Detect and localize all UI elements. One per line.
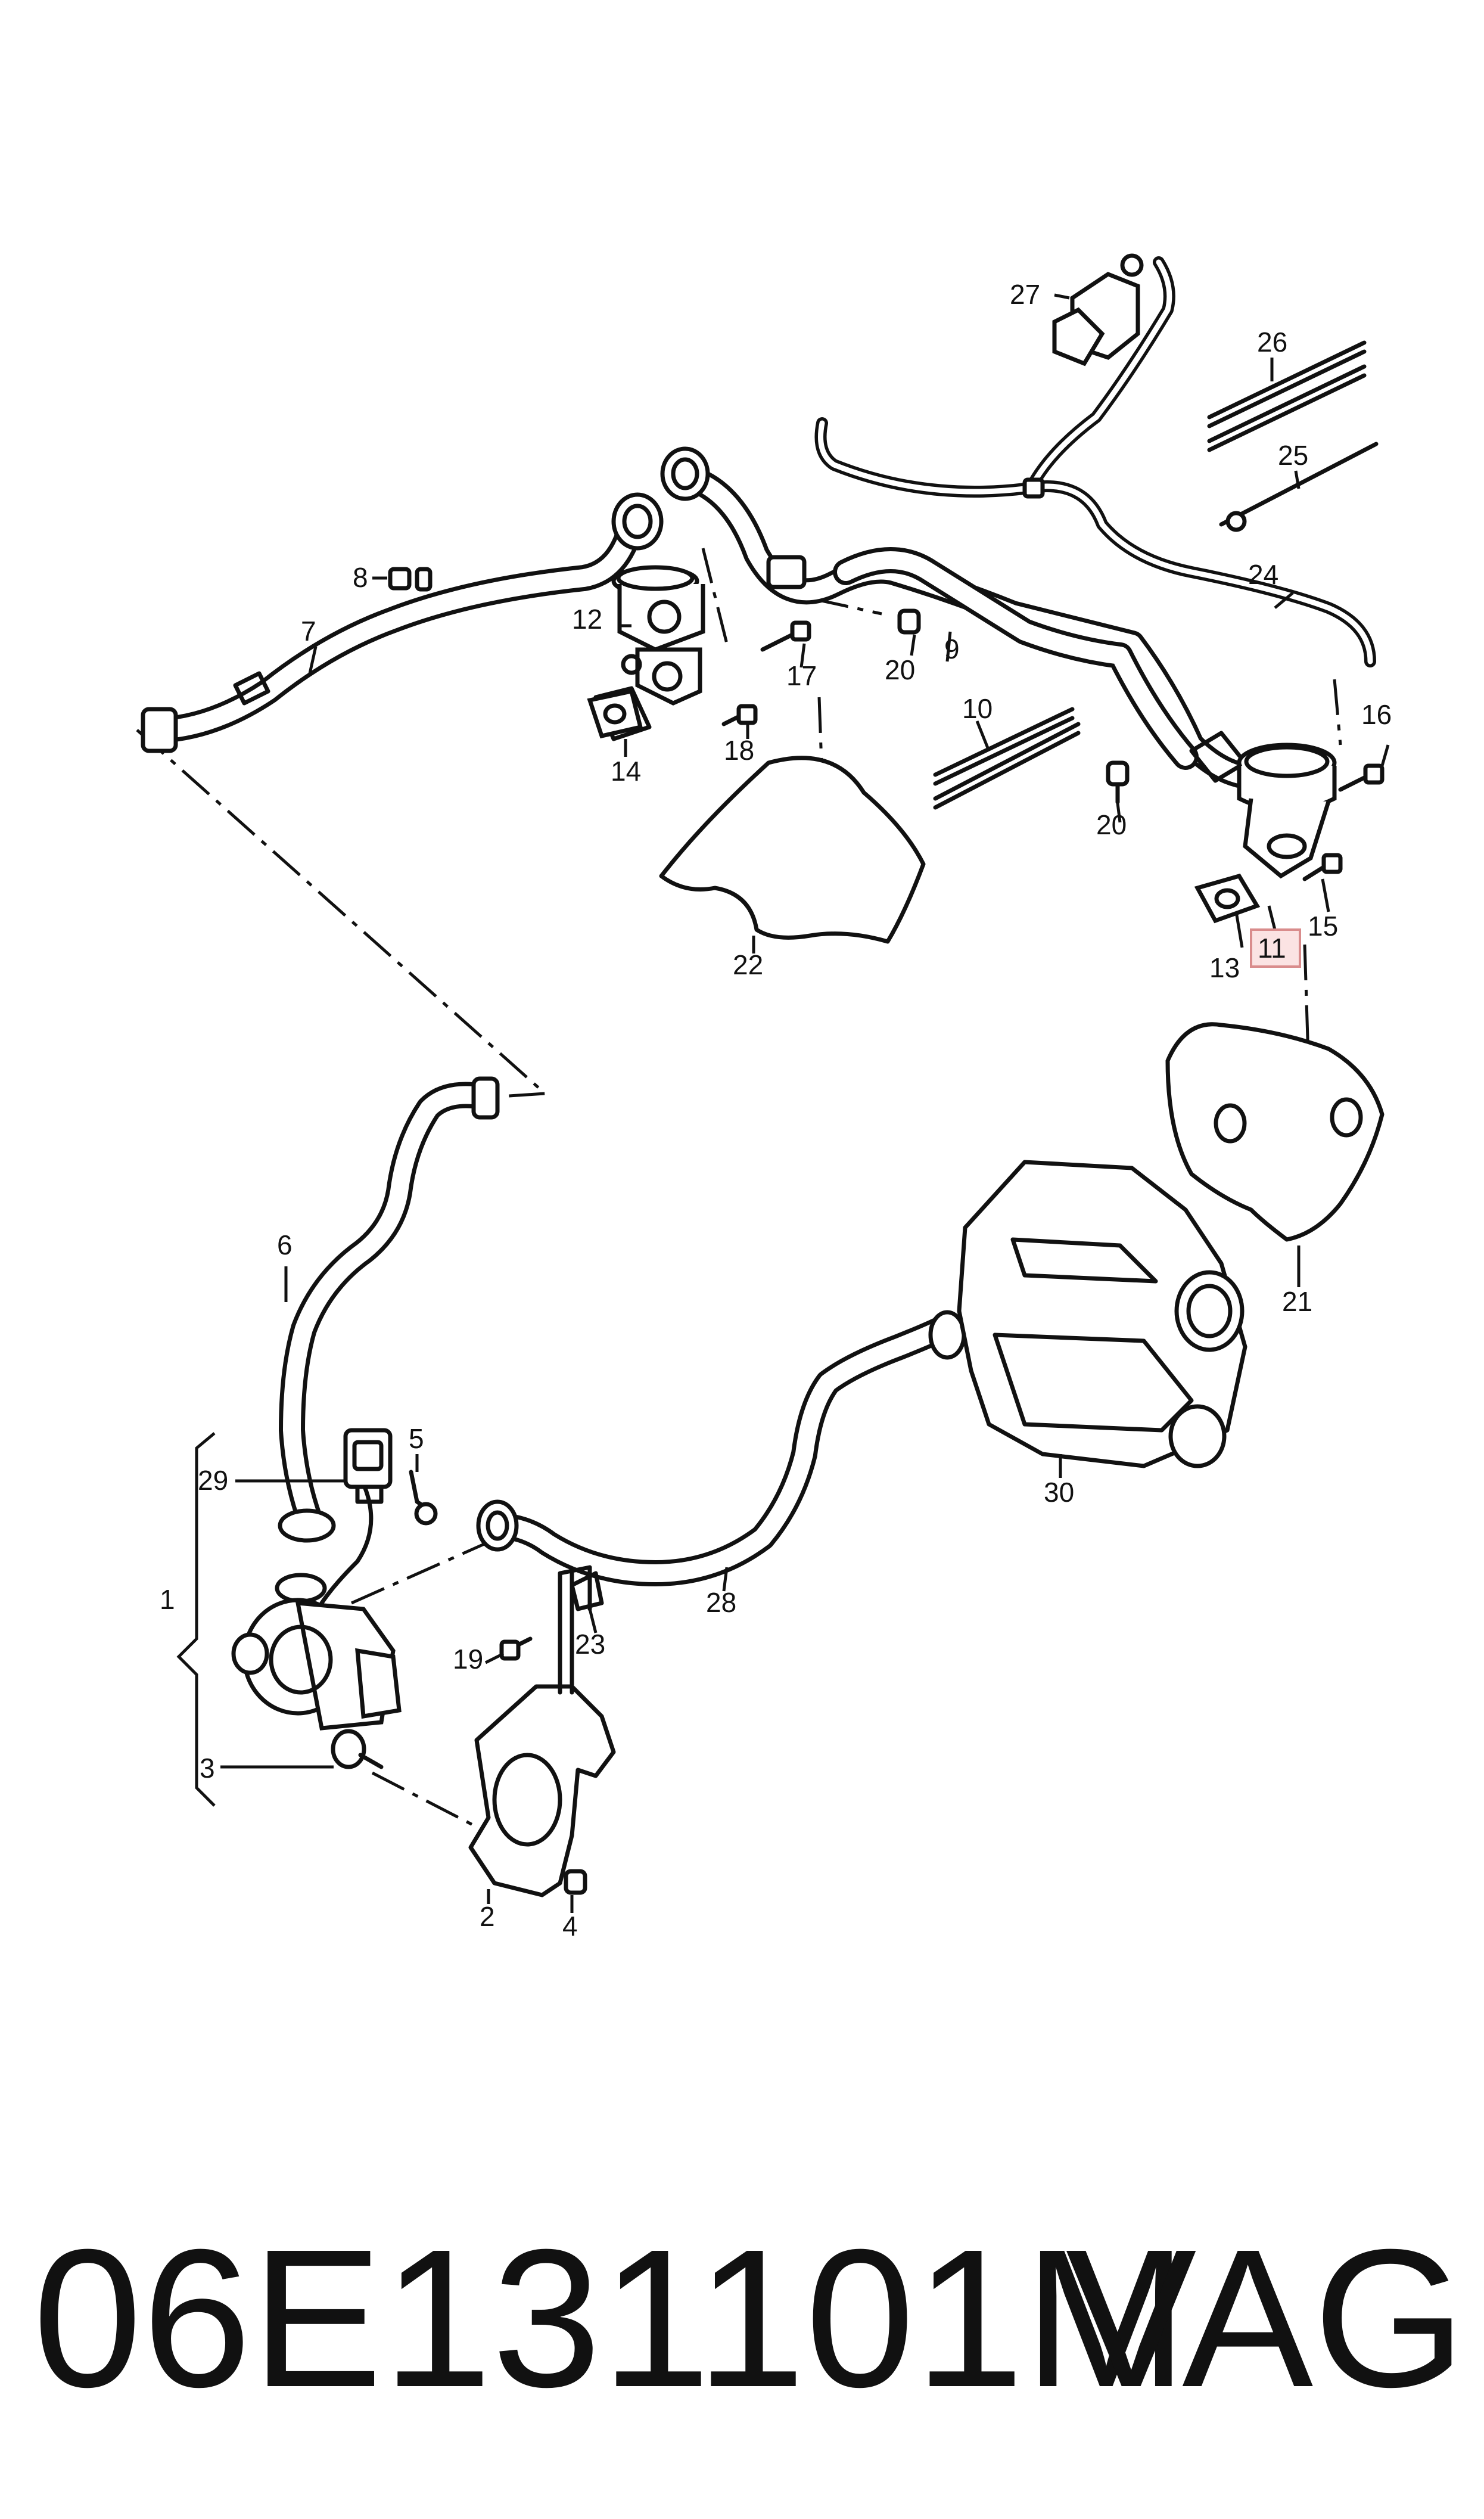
callout-28: 28 — [706, 1587, 736, 1618]
part-8-nut — [388, 567, 433, 592]
part-21-heat-shield — [1165, 1022, 1385, 1242]
part-24-vacuum-line — [814, 256, 1376, 667]
callout-1: 1 — [160, 1584, 175, 1615]
part-27-solenoid-valve — [1052, 253, 1144, 366]
callout-26: 26 — [1257, 327, 1287, 358]
part-28-hose — [476, 1310, 966, 1586]
shield-21-hole-2 — [1330, 1097, 1363, 1138]
exploded-parts-diagram: 1 2 3 4 5 6 7 8 9 10 11 12 13 14 15 16 1… — [136, 253, 1392, 1942]
part-9-hose — [660, 446, 1252, 788]
part-11-valve — [1237, 743, 1337, 879]
callout-4: 4 — [562, 1911, 578, 1942]
part-1-air-pump — [231, 1481, 402, 1731]
callout-9: 9 — [944, 633, 960, 664]
callout-2: 2 — [480, 1901, 495, 1932]
callout-21: 21 — [1282, 1286, 1312, 1317]
callout-18: 18 — [724, 735, 754, 766]
callout-20-upper: 20 — [885, 654, 915, 685]
leader-lines — [220, 293, 1390, 1913]
part-30-filter-housing — [957, 1160, 1247, 1468]
reference-lines — [136, 548, 1342, 1864]
callout-19: 19 — [453, 1644, 483, 1675]
callout-29: 29 — [198, 1465, 228, 1496]
part-12-valve — [593, 565, 705, 741]
callout-8: 8 — [353, 562, 368, 593]
callout-6: 6 — [277, 1229, 293, 1260]
callout-15: 15 — [1308, 911, 1338, 942]
callout-3: 3 — [200, 1753, 215, 1784]
part-29-connector — [343, 1428, 393, 1504]
callout-10: 10 — [962, 693, 993, 724]
footer: 06E131101M VAG — [0, 2193, 1484, 2467]
callout-25: 25 — [1278, 440, 1308, 471]
callout-30: 30 — [1044, 1477, 1074, 1508]
callout-11: 11 — [1258, 933, 1286, 964]
brand-name: VAG — [1065, 2208, 1466, 2428]
callout-13: 13 — [1209, 952, 1240, 983]
bolts-lower — [331, 1571, 604, 1895]
callout-7: 7 — [301, 616, 316, 647]
callout-20-right: 20 — [1096, 809, 1127, 840]
callout-12: 12 — [572, 604, 602, 635]
callout-22: 22 — [733, 949, 763, 980]
gaskets — [587, 688, 1261, 924]
callout-17: 17 — [786, 660, 817, 691]
shield-21-hole-1 — [1214, 1103, 1247, 1144]
part-5-clip — [409, 1470, 438, 1526]
callout-5: 5 — [409, 1423, 424, 1454]
group-1-bracket — [176, 1432, 216, 1807]
part-2-bracket — [468, 1565, 616, 1897]
part-7-pipe — [141, 492, 664, 753]
part-22-heat-shield — [659, 756, 926, 944]
callout-24: 24 — [1248, 559, 1278, 590]
callout-27: 27 — [1010, 279, 1040, 310]
part-number: 06E131101M — [33, 2208, 1188, 2428]
callout-labels: 1 2 3 4 5 6 7 8 9 10 11 12 13 14 15 16 1… — [160, 279, 1392, 1942]
callout-23: 23 — [575, 1629, 605, 1660]
part-6-hose — [278, 1076, 500, 1543]
callout-11-highlight — [1250, 928, 1301, 968]
callout-16: 16 — [1361, 699, 1392, 730]
bolts-upper — [721, 608, 1385, 881]
callout-14: 14 — [611, 756, 641, 787]
